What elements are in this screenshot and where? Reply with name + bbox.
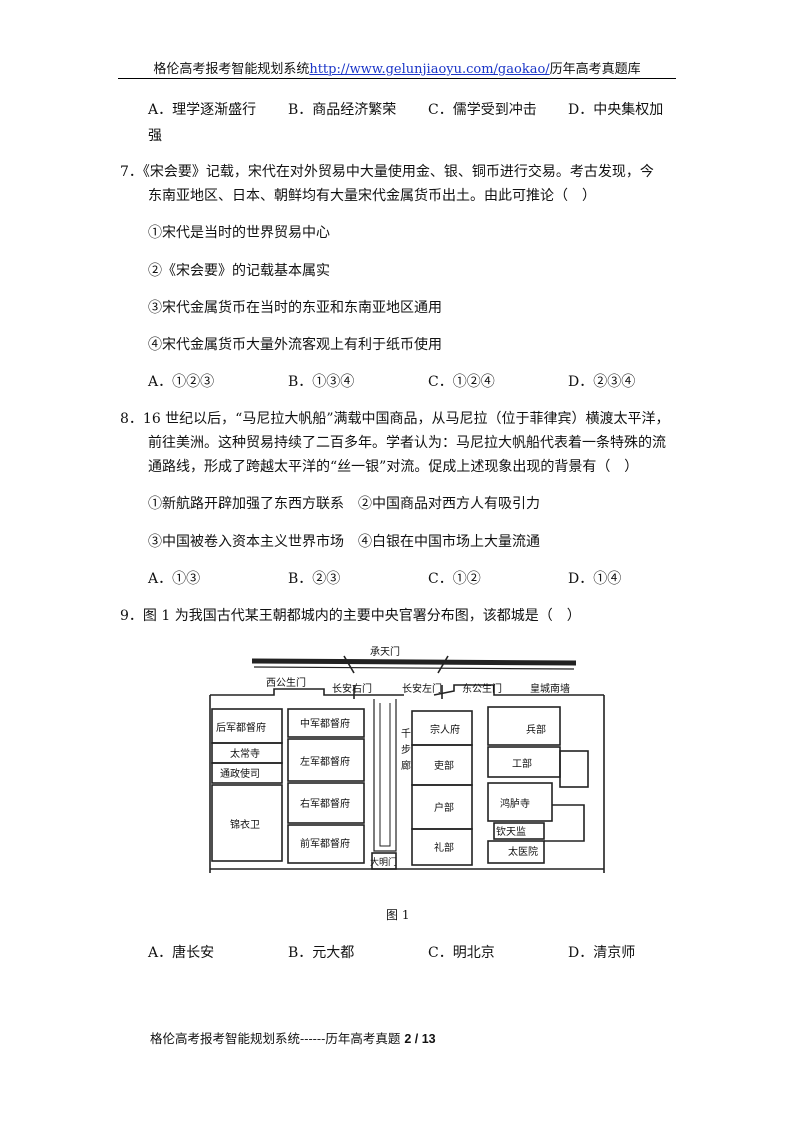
q6-option-a: A．理学逐渐盛行: [148, 102, 257, 118]
map-label-xigongshengmen: 西公生门: [266, 676, 306, 689]
map-label-damingmen: 大明门: [370, 856, 397, 868]
q8-option-a: A．①③: [148, 571, 201, 587]
q8-items-3-4: ③中国被卷入资本主义世界市场 ④白银在中国市场上大量流通: [148, 534, 540, 550]
map-label-changanyoumen: 长安右门: [332, 682, 372, 695]
map-label-qianbulang-2: 步: [401, 744, 411, 756]
map-label-houjun: 后军都督府: [216, 721, 266, 734]
q8-stem-line1: 8．16 世纪以后，“马尼拉大帆船”满载中国商品，从马尼拉（位于菲律宾）横渡太平…: [120, 411, 670, 427]
map-label-zongrenfu: 宗人府: [430, 723, 460, 736]
map-label-taichang: 太常寺: [230, 747, 260, 760]
map-label-donggongshengmen: 东公生门: [462, 682, 502, 695]
map-label-tongzheng: 通政使司: [220, 767, 260, 780]
map-label-libu-rites: 礼部: [434, 841, 454, 854]
map-label-changanzuomen: 长安左门: [402, 682, 442, 695]
map-label-bingbu: 兵部: [526, 723, 546, 736]
q7-item-4: ④宋代金属货币大量外流客观上有利于纸币使用: [148, 337, 442, 353]
q9-option-d: D．清京师: [568, 945, 636, 961]
q8-stem-line3: 通路线，形成了跨越太平洋的“丝一银”对流。促成上述现象出现的背景有（ ）: [148, 459, 639, 475]
figure-caption: 图 1: [386, 908, 410, 922]
page-header: 格伦高考报考智能规划系统http://www.gelunjiaoyu.com/g…: [0, 58, 794, 77]
q9-option-c: C．明北京: [428, 945, 495, 961]
page-number: 2 / 13: [404, 1032, 436, 1046]
map-label-qianbulang-3: 廊: [401, 759, 411, 772]
q6-option-c: C．儒学受到冲击: [428, 102, 537, 118]
map-label-qintian: 钦天监: [496, 825, 526, 838]
map-label-zuojun: 左军都督府: [300, 755, 350, 768]
q9-option-a: A．唐长安: [148, 945, 215, 961]
map-label-libu-official: 吏部: [434, 759, 454, 772]
map-label-jinyiwei: 锦衣卫: [230, 818, 260, 831]
q7-item-1: ①宋代是当时的世界贸易中心: [148, 225, 330, 241]
footer-text: 格伦高考报考智能规划系统------历年高考真题: [150, 1031, 405, 1046]
q7-option-a: A．①②③: [148, 374, 215, 390]
map-label-qianbulang-1: 千: [401, 728, 411, 740]
q7-option-d: D．②③④: [568, 374, 636, 390]
map-label-hubu: 户部: [434, 801, 454, 814]
header-rule: [118, 78, 676, 79]
q7-item-3: ③宋代金属货币在当时的东亚和东南亚地区通用: [148, 300, 442, 316]
map-label-chengtianmen: 承天门: [370, 645, 400, 658]
government-office-map: 承天门 西公生门 长安右门 长安左门 东公生门 皇城南墙 后军都督府 太常寺 通…: [209, 645, 605, 873]
q8-option-d: D．①④: [568, 571, 622, 587]
map-label-taiyiyuan: 太医院: [508, 845, 538, 858]
header-prefix: 格伦高考报考智能规划系统: [153, 62, 310, 77]
q6-option-d-cont: 强: [148, 128, 162, 144]
q7-stem-line2: 东南亚地区、日本、朝鲜均有大量宋代金属货币出土。由此可推论（ ）: [148, 188, 596, 204]
q7-item-2: ②《宋会要》的记载基本属实: [148, 263, 330, 279]
map-label-zhongjun: 中军都督府: [300, 717, 350, 730]
page-footer: 格伦高考报考智能规划系统------历年高考真题 2 / 13: [150, 1028, 436, 1047]
q7-stem-line1: 7．《宋会要》记载，宋代在对外贸易中大量使用金、银、铜币进行交易。考古发现，今: [120, 164, 654, 180]
q8-option-b: B．②③: [288, 571, 341, 587]
q8-stem-line2: 前往美洲。这种贸易持续了二百多年。学者认为：马尼拉大帆船代表着一条特殊的流: [148, 435, 666, 451]
header-link[interactable]: http://www.gelunjiaoyu.com/gaokao/: [309, 62, 550, 77]
q9-stem: 9．图 1 为我国古代某王朝都城内的主要中央官署分布图，该都城是（ ）: [120, 608, 581, 624]
map-label-huangchengnanqiang: 皇城南墙: [530, 682, 570, 695]
q6-option-d: D．中央集权加: [568, 102, 664, 118]
q7-option-c: C．①②④: [428, 374, 495, 390]
q8-items-1-2: ①新航路开辟加强了东西方联系 ②中国商品对西方人有吸引力: [148, 496, 540, 512]
q6-option-b: B．商品经济繁荣: [288, 102, 397, 118]
q8-option-c: C．①②: [428, 571, 481, 587]
map-label-youjun: 右军都督府: [300, 797, 350, 810]
map-label-qianjun: 前军都督府: [300, 837, 350, 850]
header-suffix: 历年高考真题库: [549, 62, 641, 77]
map-label-gongbu: 工部: [512, 757, 532, 770]
map-label-honglu: 鸿胪寺: [500, 797, 530, 810]
q9-option-b: B．元大都: [288, 945, 355, 961]
q7-option-b: B．①③④: [288, 374, 355, 390]
